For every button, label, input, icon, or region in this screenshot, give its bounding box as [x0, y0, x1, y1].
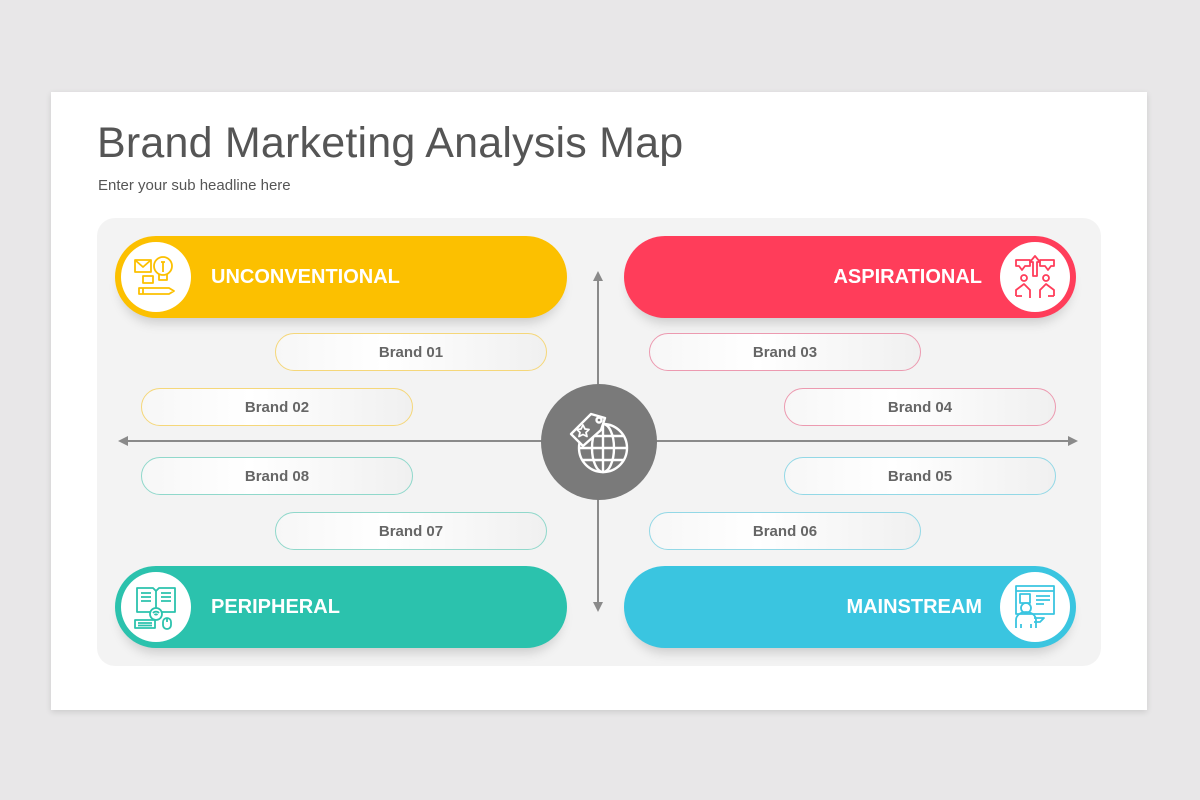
brand-pill-03[interactable]: Brand 03 — [649, 333, 921, 371]
icon-badge — [1000, 572, 1070, 642]
category-peripheral: PERIPHERAL — [115, 566, 567, 648]
icon-badge — [121, 242, 191, 312]
category-label: ASPIRATIONAL — [833, 265, 982, 288]
category-mainstream: MAINSTREAM — [624, 566, 1076, 648]
globe-price-tag-icon — [569, 412, 629, 474]
category-label: PERIPHERAL — [211, 595, 340, 618]
category-label: MAINSTREAM — [846, 595, 982, 618]
category-label: UNCONVENTIONAL — [211, 265, 400, 288]
book-keyboard-mouse-icon — [134, 587, 176, 630]
idea-message-pencil-icon — [134, 256, 175, 295]
category-aspirational: ASPIRATIONAL — [624, 236, 1076, 318]
arrow-down-icon — [593, 602, 603, 612]
brand-pill-05[interactable]: Brand 05 — [784, 457, 1056, 495]
brand-pill-06[interactable]: Brand 06 — [649, 512, 921, 550]
page-title: Brand Marketing Analysis Map — [97, 119, 684, 167]
brand-pill-07[interactable]: Brand 07 — [275, 512, 547, 550]
arrow-up-icon — [593, 271, 603, 281]
brand-pill-08[interactable]: Brand 08 — [141, 457, 413, 495]
icon-badge — [121, 572, 191, 642]
icon-badge — [1000, 242, 1070, 312]
arrow-left-icon — [118, 436, 128, 446]
brand-pill-01[interactable]: Brand 01 — [275, 333, 547, 371]
brand-pill-04[interactable]: Brand 04 — [784, 388, 1056, 426]
category-unconventional: UNCONVENTIONAL — [115, 236, 567, 318]
brand-pill-02[interactable]: Brand 02 — [141, 388, 413, 426]
presenter-screen-icon — [1015, 585, 1055, 628]
page-subtitle: Enter your sub headline here — [98, 177, 291, 194]
center-hub — [541, 384, 657, 500]
team-growth-arrow-icon — [1015, 255, 1055, 298]
arrow-right-icon — [1068, 436, 1078, 446]
